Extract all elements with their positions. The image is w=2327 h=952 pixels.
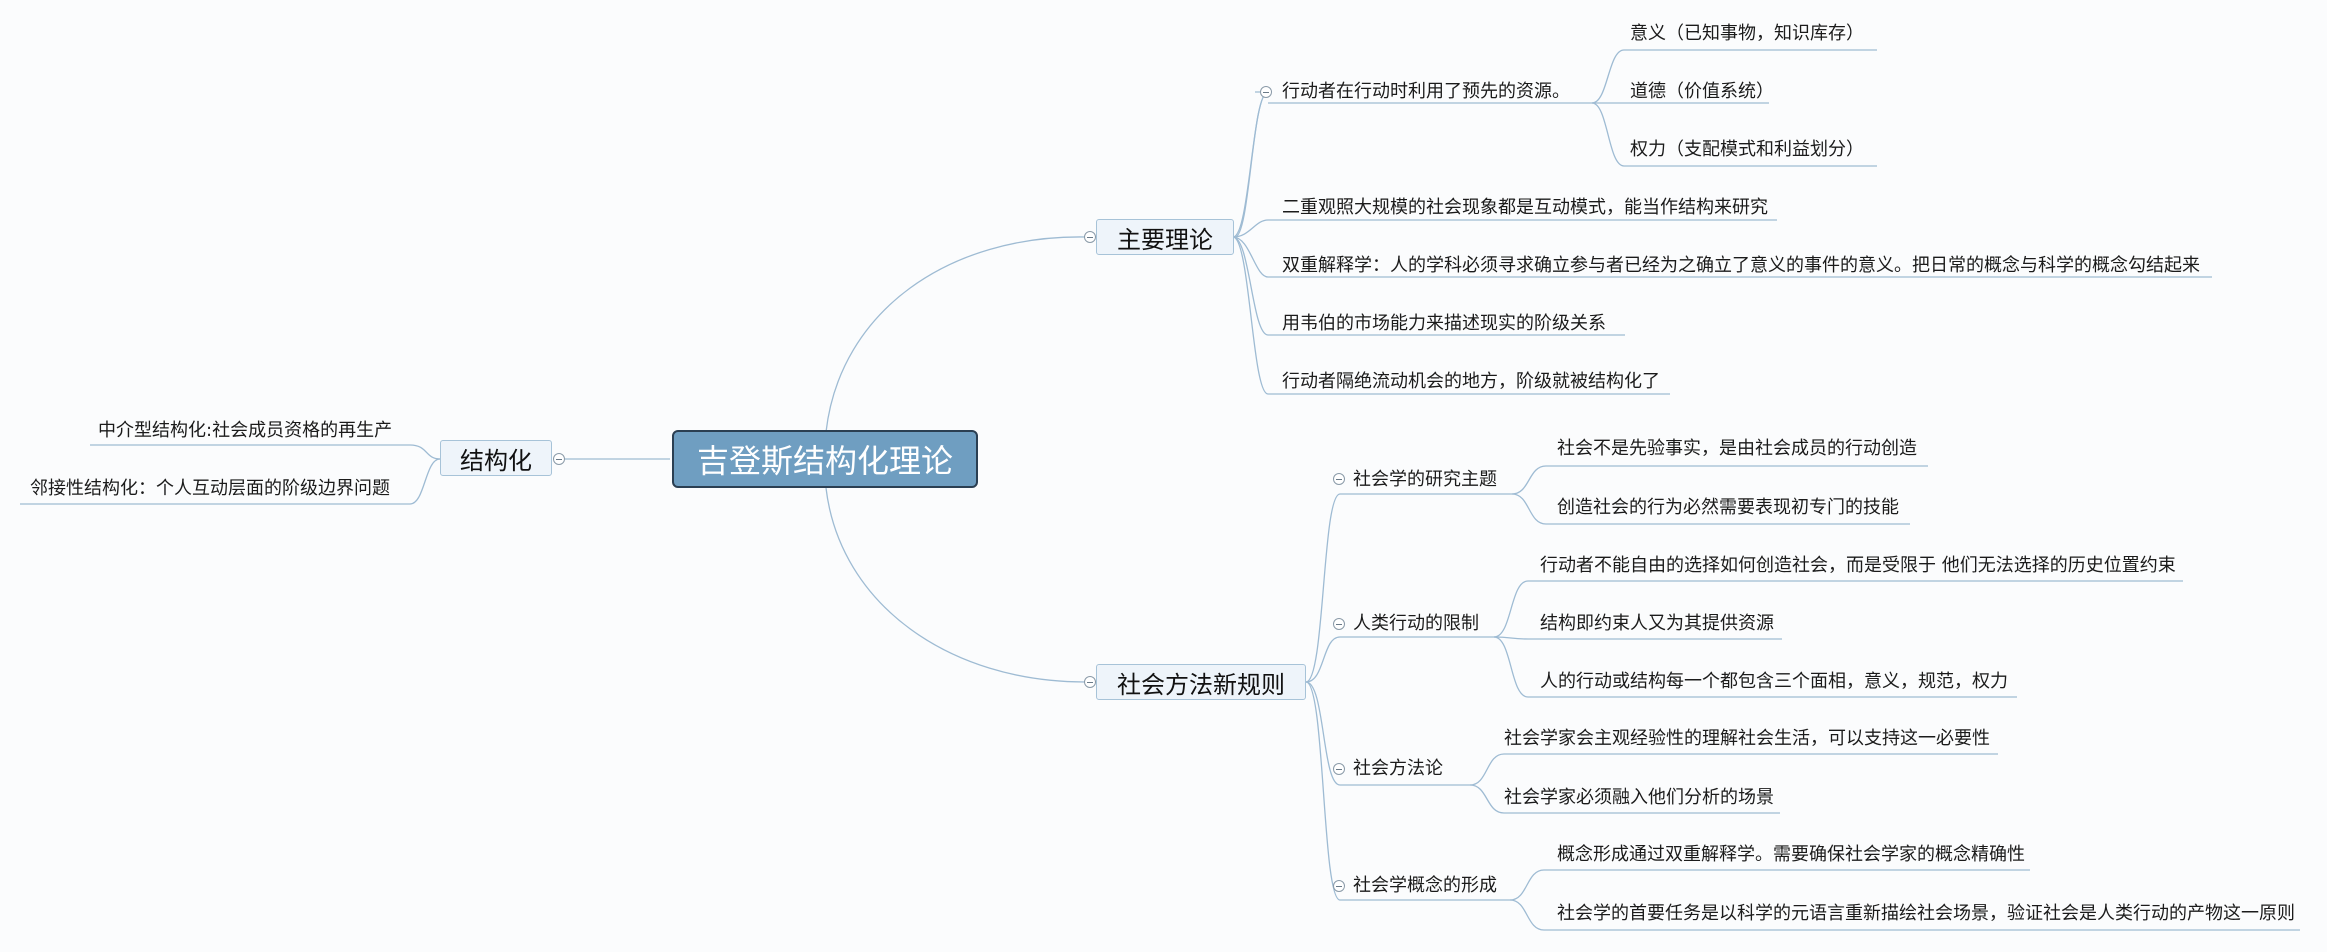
topic-proximate-structuration[interactable]: 邻接性结构化：个人互动层面的阶级边界问题 [30,478,390,499]
collapse-toggle-methodology[interactable] [1333,763,1345,775]
topic-primary-task[interactable]: 社会学的首要任务是以科学的元语言重新描绘社会场景，验证社会是人类行动的产物这一原… [1557,903,2295,924]
topic-double-hermeneutics[interactable]: 双重解释学：人的学科必须寻求确立参与者已经为之确立了意义的事件的意义。把日常的概… [1282,255,2200,276]
topic-subjective-understanding[interactable]: 社会学家会主观经验性的理解社会生活，可以支持这一必要性 [1504,728,1990,749]
root-topic[interactable]: 吉登斯结构化理论 [672,430,978,488]
topic-historical-constraint[interactable]: 行动者不能自由的选择如何创造社会，而是受限于 他们无法选择的历史位置约束 [1540,555,2176,576]
topic-meaning[interactable]: 意义（已知事物，知识库存） [1630,23,1864,44]
topic-immersion[interactable]: 社会学家必须融入他们分析的场景 [1504,787,1774,808]
collapse-toggle-research-theme[interactable] [1333,473,1345,485]
topic-class-structuration[interactable]: 行动者隔绝流动机会的地方，阶级就被结构化了 [1282,371,1660,392]
topic-concept-precision[interactable]: 概念形成通过双重解释学。需要确保社会学家的概念精确性 [1557,844,2025,865]
collapse-toggle-new-rules[interactable] [1084,676,1096,688]
topic-dual-observation[interactable]: 二重观照大规模的社会现象都是互动模式，能当作结构来研究 [1282,197,1768,218]
collapse-toggle-concept-formation[interactable] [1333,880,1345,892]
topic-mediated-structuration[interactable]: 中介型结构化:社会成员资格的再生产 [98,420,393,441]
collapse-toggle-resources[interactable] [1260,86,1272,98]
branch-new-rules[interactable]: 社会方法新规则 [1096,664,1306,700]
collapse-toggle-action-limits[interactable] [1333,618,1345,630]
topic-structure-constraint-resource[interactable]: 结构即约束人又为其提供资源 [1540,613,1774,634]
topic-society-not-a-priori[interactable]: 社会不是先验事实，是由社会成员的行动创造 [1557,438,1917,459]
branch-structuration[interactable]: 结构化 [440,440,552,476]
collapse-toggle-main-theory[interactable] [1084,231,1096,243]
topic-action-limits[interactable]: 人类行动的限制 [1353,613,1479,634]
topic-morality[interactable]: 道德（价值系统） [1630,81,1774,102]
connector-root-rules [825,487,1086,683]
topic-methodology[interactable]: 社会方法论 [1353,758,1443,779]
topic-concept-formation[interactable]: 社会学概念的形成 [1353,875,1497,896]
collapse-toggle-structuration[interactable] [553,453,565,465]
topic-power[interactable]: 权力（支配模式和利益划分） [1630,139,1864,160]
connector-root-main [825,236,1086,433]
topic-creation-skills[interactable]: 创造社会的行为必然需要表现初专门的技能 [1557,497,1899,518]
branch-main-theory[interactable]: 主要理论 [1096,219,1234,255]
topic-research-theme[interactable]: 社会学的研究主题 [1353,469,1497,490]
topic-resources[interactable]: 行动者在行动时利用了预先的资源。 [1282,81,1570,102]
topic-weber-market[interactable]: 用韦伯的市场能力来描述现实的阶级关系 [1282,313,1606,334]
topic-three-aspects[interactable]: 人的行动或结构每一个都包含三个面相，意义，规范，权力 [1540,671,2008,692]
